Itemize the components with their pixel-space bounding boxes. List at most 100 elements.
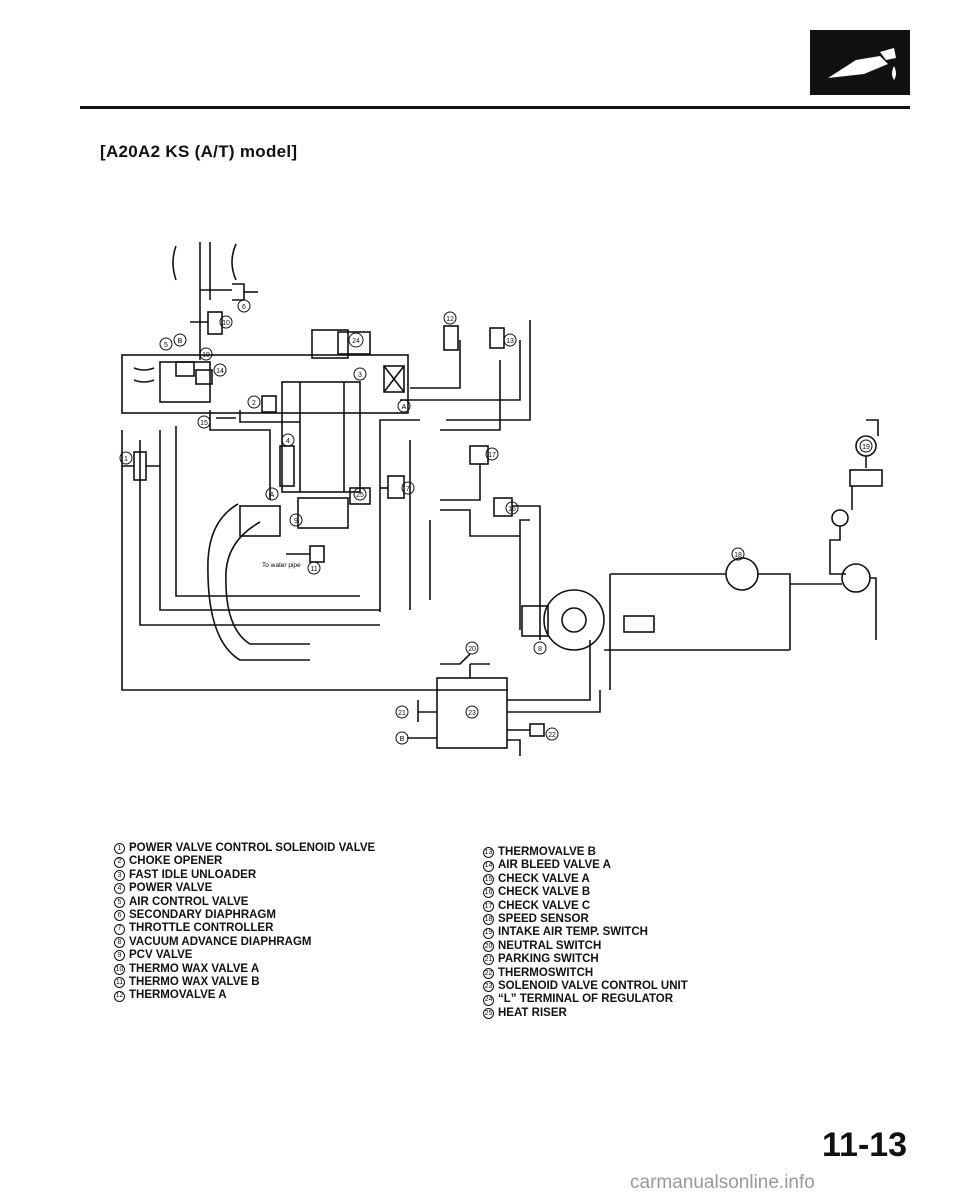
callout-b-top: B bbox=[178, 338, 183, 345]
watermark: carmanualsonline.info bbox=[630, 1172, 815, 1193]
legend-label: SECONDARY DIAPHRAGM bbox=[129, 909, 276, 922]
svg-text:8: 8 bbox=[538, 646, 542, 653]
legend-number: 4 bbox=[114, 883, 125, 895]
legend-item: 18 SPEED SENSOR bbox=[483, 913, 688, 926]
legend-item: 16 CHECK VALVE B bbox=[483, 886, 688, 899]
legend-label: THROTTLE CONTROLLER bbox=[129, 922, 274, 935]
legend-item: 15 CHECK VALVE A bbox=[483, 873, 688, 886]
svg-text:4: 4 bbox=[286, 438, 290, 445]
legend-number: 21 bbox=[483, 954, 494, 966]
callout-a-right: A bbox=[402, 404, 407, 411]
svg-text:3: 3 bbox=[358, 372, 362, 379]
page-title: [A20A2 KS (A/T) model] bbox=[100, 142, 298, 161]
legend-number: 16 bbox=[483, 887, 494, 899]
svg-text:2: 2 bbox=[252, 400, 256, 407]
legend-label: VACUUM ADVANCE DIAPHRAGM bbox=[129, 935, 312, 948]
svg-text:5: 5 bbox=[164, 342, 168, 349]
legend-item: 22 THERMOSWITCH bbox=[483, 967, 688, 980]
legend-number: 20 bbox=[483, 941, 494, 953]
legend-label: THERMO WAX VALVE A bbox=[129, 962, 260, 975]
legend-number: 18 bbox=[483, 914, 494, 926]
svg-text:12: 12 bbox=[446, 316, 454, 323]
legend-label: NEUTRAL SWITCH bbox=[498, 939, 602, 952]
legend-label: CHECK VALVE A bbox=[498, 872, 590, 885]
legend-number: 25 bbox=[483, 1008, 494, 1020]
legend-label: SPEED SENSOR bbox=[498, 913, 589, 926]
legend-item: 2 CHOKE OPENER bbox=[114, 855, 375, 868]
svg-text:19: 19 bbox=[202, 352, 210, 359]
legend-item: 7 THROTTLE CONTROLLER bbox=[114, 922, 375, 935]
legend-label: “L” TERMINAL OF REGULATOR bbox=[498, 993, 674, 1006]
legend-number: 5 bbox=[114, 896, 125, 908]
to-water-pipe-label: To water pipe bbox=[262, 562, 301, 569]
legend-number: 6 bbox=[114, 910, 125, 922]
svg-text:18: 18 bbox=[734, 552, 742, 559]
legend-label: THERMOVALVE B bbox=[498, 846, 596, 858]
svg-text:9: 9 bbox=[294, 518, 298, 525]
legend-label: INTAKE AIR TEMP. SWITCH bbox=[498, 926, 648, 939]
callout-b-bottom: B bbox=[400, 736, 405, 743]
legend-label: SOLENOID VALVE CONTROL UNIT bbox=[498, 980, 688, 993]
svg-text:17: 17 bbox=[488, 452, 496, 459]
svg-text:10: 10 bbox=[222, 320, 230, 327]
legend-number: 24 bbox=[483, 994, 494, 1006]
legend-label: THERMOSWITCH bbox=[498, 966, 594, 979]
legend-item: 21 PARKING SWITCH bbox=[483, 953, 688, 966]
vacuum-wiring-diagram: 6 10 5 19 14 3 24 12 13 2 15 4 1 9 25 7 … bbox=[119, 242, 883, 756]
legend-item: 19 INTAKE AIR TEMP. SWITCH bbox=[483, 926, 688, 939]
svg-text:21: 21 bbox=[398, 710, 406, 717]
legend-number: 14 bbox=[483, 860, 494, 872]
legend-item: 1 POWER VALVE CONTROL SOLENOID VALVE bbox=[114, 842, 375, 855]
legend-item: 14 AIR BLEED VALVE A bbox=[483, 859, 688, 872]
legend-label: PARKING SWITCH bbox=[498, 953, 599, 966]
svg-text:6: 6 bbox=[242, 304, 246, 311]
svg-text:20: 20 bbox=[468, 646, 476, 653]
svg-text:15: 15 bbox=[200, 420, 208, 427]
legend-number: 9 bbox=[114, 950, 125, 962]
legend-item: 9 PCV VALVE bbox=[114, 949, 375, 962]
legend-number: 19 bbox=[483, 927, 494, 939]
legend-number: 22 bbox=[483, 967, 494, 979]
svg-text:7: 7 bbox=[406, 486, 410, 493]
legend-left: 1 POWER VALVE CONTROL SOLENOID VALVE 2 CHO… bbox=[114, 842, 375, 1003]
header-rule bbox=[80, 106, 910, 109]
svg-text:14: 14 bbox=[216, 368, 224, 375]
legend-item: 5 AIR CONTROL VALVE bbox=[114, 896, 375, 909]
legend-number: 12 bbox=[114, 990, 125, 1002]
svg-text:22: 22 bbox=[548, 732, 556, 739]
page-number: 11-13 bbox=[822, 1126, 908, 1164]
legend-number: 10 bbox=[114, 963, 125, 975]
legend-item: 11 THERMO WAX VALVE B bbox=[114, 976, 375, 989]
section-logo-icon bbox=[810, 30, 910, 95]
legend-label: POWER VALVE CONTROL SOLENOID VALVE bbox=[129, 842, 376, 854]
legend-number: 11 bbox=[114, 977, 125, 989]
legend-item: 10 THERMO WAX VALVE A bbox=[114, 963, 375, 976]
svg-text:16: 16 bbox=[508, 506, 516, 513]
legend-number: 15 bbox=[483, 874, 494, 886]
legend-label: PCV VALVE bbox=[129, 949, 193, 962]
callout-a-left: A bbox=[270, 492, 275, 499]
legend-label: FAST IDLE UNLOADER bbox=[129, 868, 257, 881]
legend-number: 1 bbox=[114, 843, 125, 855]
legend-label: AIR BLEED VALVE A bbox=[498, 859, 611, 872]
svg-text:24: 24 bbox=[352, 338, 360, 345]
legend-label: CHECK VALVE B bbox=[498, 886, 591, 899]
legend-label: AIR CONTROL VALVE bbox=[129, 895, 249, 908]
legend-label: THERMO WAX VALVE B bbox=[129, 976, 260, 989]
svg-text:19: 19 bbox=[862, 444, 870, 451]
svg-text:1: 1 bbox=[124, 456, 128, 463]
legend-label: CHOKE OPENER bbox=[129, 855, 223, 868]
svg-text:25: 25 bbox=[356, 492, 364, 499]
legend-item: 20 NEUTRAL SWITCH bbox=[483, 940, 688, 953]
legend-number: 7 bbox=[114, 923, 125, 935]
legend-number: 2 bbox=[114, 856, 125, 868]
